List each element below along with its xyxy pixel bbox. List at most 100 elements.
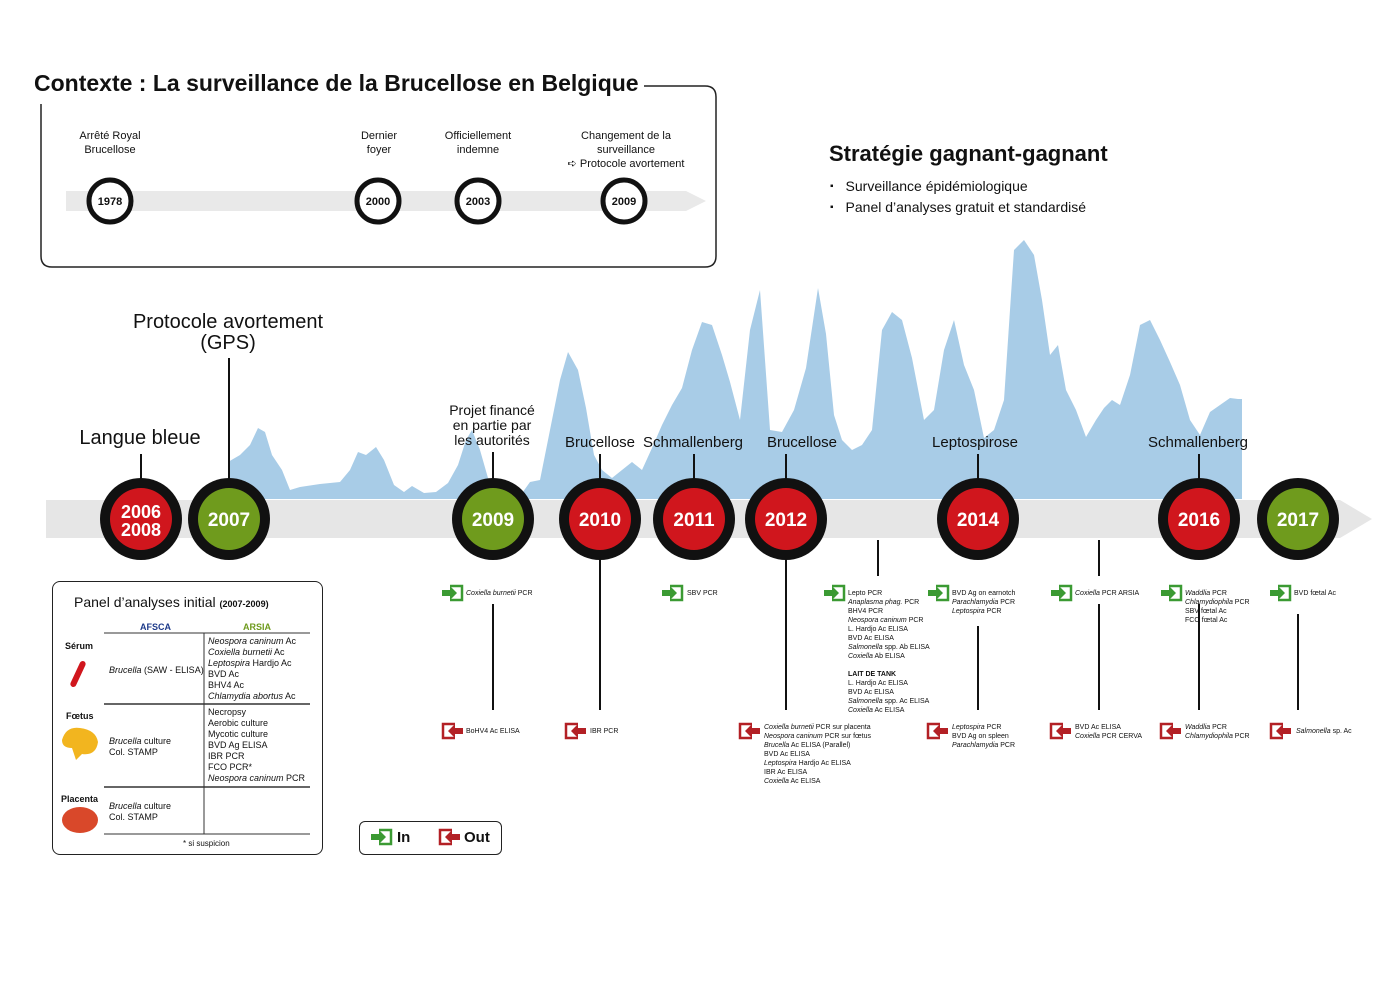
event-label-langue-bleue: Langue bleue bbox=[79, 427, 201, 449]
panel-footnote: * si suspicion bbox=[183, 839, 230, 848]
in-arrow-icon-frame bbox=[1059, 584, 1073, 602]
out-arrow-icon-frame bbox=[441, 722, 455, 740]
legend-in-label: In bbox=[397, 829, 411, 846]
event-year-text: 2008 bbox=[121, 520, 161, 540]
out-arrow-icon-frame bbox=[1269, 722, 1283, 740]
strategy-list: Surveillance épidémiologique Panel d’ana… bbox=[830, 177, 1086, 219]
panel-col-arsia: ARSIA bbox=[243, 622, 272, 632]
in-arrow-icon-frame bbox=[1278, 584, 1292, 602]
context-year-text: 2009 bbox=[612, 196, 636, 208]
event-year-text: 2011 bbox=[673, 510, 715, 531]
event-year-text: 2010 bbox=[579, 510, 621, 531]
event-circle-inner bbox=[755, 488, 817, 550]
context-box-border bbox=[40, 85, 717, 268]
activity-area bbox=[228, 240, 1242, 499]
event-circle-inner bbox=[569, 488, 631, 550]
panel-serum-afsca: Brucella (SAW - ELISA) bbox=[109, 665, 204, 675]
in-arrow-icon bbox=[1270, 586, 1285, 600]
out-arrow-icon-frame bbox=[926, 722, 940, 740]
event-year-text: 2016 bbox=[1178, 510, 1220, 531]
event-label-schmallenberg-2016: Schmallenberg bbox=[1147, 434, 1249, 451]
panel-row-placenta: Placenta bbox=[61, 794, 99, 804]
blood-tube-icon bbox=[70, 661, 86, 687]
event-year-text: 2012 bbox=[765, 510, 807, 531]
event-year-text: 2007 bbox=[208, 510, 250, 531]
out-arrow-icon bbox=[448, 724, 463, 738]
in-arrow-icon bbox=[928, 586, 943, 600]
event-year-text: 2014 bbox=[957, 510, 1000, 531]
out-arrow-icon-frame bbox=[1159, 722, 1173, 740]
event-circle-inner bbox=[110, 488, 172, 550]
event-circle-inner bbox=[198, 488, 260, 550]
event-label-schmallenberg-2011: Schmallenberg bbox=[642, 434, 744, 451]
context-year-circle bbox=[354, 177, 402, 225]
in-arrow-icon bbox=[1161, 586, 1176, 600]
out-arrow-icon bbox=[745, 724, 760, 738]
out-arrow-icon-frame bbox=[1049, 722, 1063, 740]
out-arrow-icon bbox=[571, 724, 586, 738]
note-in-2017: BVD fœtal Ac bbox=[1294, 590, 1337, 597]
event-label-leptospirose: Leptospirose bbox=[932, 434, 1018, 451]
in-arrow-icon-frame bbox=[1169, 584, 1183, 602]
context-year-circle bbox=[86, 177, 134, 225]
event-circle-inner bbox=[1267, 488, 1329, 550]
out-arrow-icon-frame bbox=[738, 722, 752, 740]
context-year-text: 1978 bbox=[98, 196, 122, 208]
panel-row-serum: Sérum bbox=[65, 641, 94, 651]
event-label-projet: Projet financé en partie par les autorit… bbox=[449, 402, 535, 448]
out-arrow-icon bbox=[1166, 724, 1181, 738]
event-circle-inner bbox=[1168, 488, 1230, 550]
out-arrow-icon-frame bbox=[564, 722, 578, 740]
in-arrow-icon-frame bbox=[936, 584, 950, 602]
initial-panel-box bbox=[52, 581, 323, 855]
in-arrow-icon-frame bbox=[670, 584, 684, 602]
note-out-2010: IBR PCR bbox=[590, 728, 619, 735]
legend-out-icon-frame bbox=[438, 828, 452, 846]
panel-title: Panel d’analyses initial (2007-2009) bbox=[74, 594, 269, 610]
in-arrow-icon bbox=[662, 586, 677, 600]
foetus-icon bbox=[62, 727, 98, 760]
event-circle-inner bbox=[947, 488, 1009, 550]
event-circle-inner bbox=[663, 488, 725, 550]
in-arrow-icon-frame bbox=[832, 584, 846, 602]
note-out-2017: Salmonella sp. Ac bbox=[1296, 728, 1352, 735]
event-year-text: 2017 bbox=[1277, 510, 1319, 531]
in-arrow-icon bbox=[824, 586, 839, 600]
context-title: Contexte : La surveillance de la Brucell… bbox=[34, 70, 639, 96]
event-label-brucellose-2012: Brucellose bbox=[766, 434, 838, 451]
note-in-2011: SBV PCR bbox=[687, 590, 718, 597]
context-year-circle bbox=[600, 177, 648, 225]
context-year-text: 2003 bbox=[466, 196, 490, 208]
strategy-item: Surveillance épidémiologique bbox=[830, 177, 1086, 198]
strategy-title: Stratégie gagnant-gagnant bbox=[829, 141, 1108, 166]
context-year-circle bbox=[454, 177, 502, 225]
in-arrow-icon-frame bbox=[450, 584, 464, 602]
legend-in-icon bbox=[371, 830, 386, 844]
out-arrow-icon bbox=[1276, 724, 1291, 738]
note-in-2015: Coxiella PCR ARSIA bbox=[1075, 590, 1140, 597]
legend-in-icon-frame bbox=[379, 828, 393, 846]
out-arrow-icon bbox=[1056, 724, 1071, 738]
event-label-protocole: Protocole avortement (GPS) bbox=[132, 311, 324, 354]
event-label-brucellose-2010: Brucellose bbox=[564, 434, 636, 451]
panel-row-foetus: Fœtus bbox=[66, 711, 94, 721]
legend-box bbox=[359, 821, 502, 855]
in-arrow-icon bbox=[1051, 586, 1066, 600]
legend-out-icon bbox=[445, 830, 460, 844]
placenta-icon bbox=[62, 807, 98, 833]
panel-col-afsca: AFSCA bbox=[140, 622, 171, 632]
